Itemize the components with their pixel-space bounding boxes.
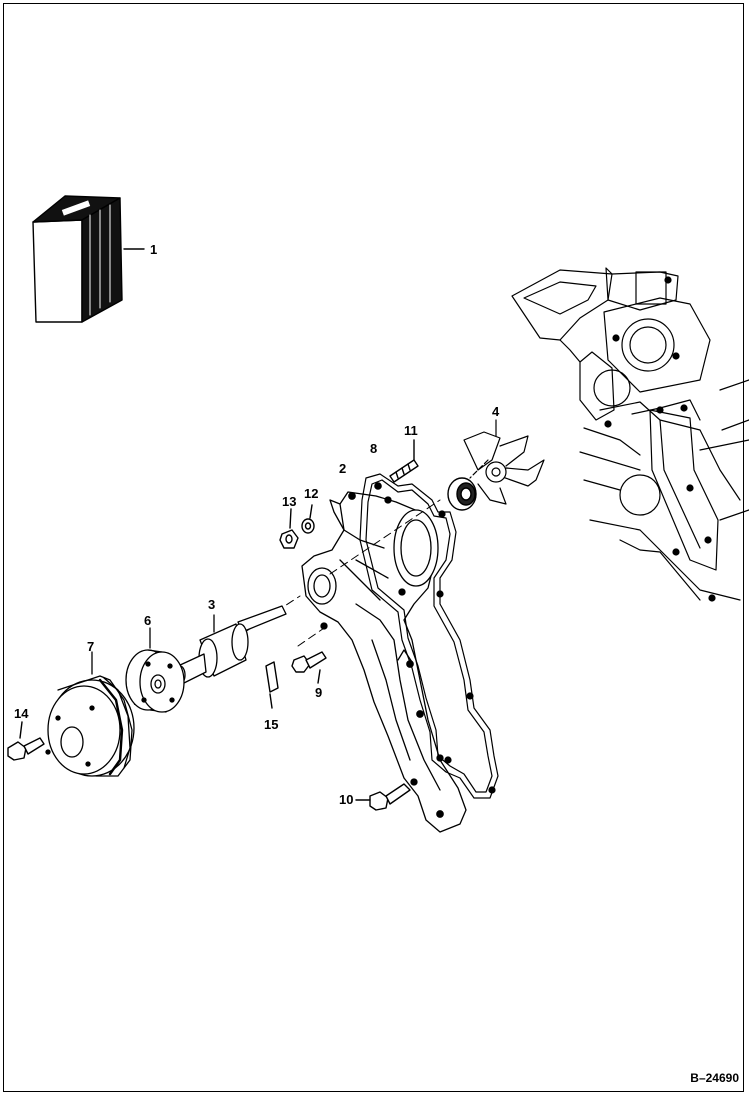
- part-2-water-pump-housing: [301, 491, 467, 833]
- callout-3: 3: [208, 597, 216, 612]
- part-8-gasket: [359, 473, 499, 799]
- part-4-impeller: [463, 419, 545, 505]
- callout-11: 11: [404, 423, 418, 438]
- part-6-flange-hub: [125, 627, 185, 713]
- part-12-washer: [301, 504, 315, 534]
- callout-8: 8: [370, 441, 378, 456]
- seal-ring: [447, 477, 477, 511]
- part-9-bolt: [291, 651, 327, 684]
- callout-12: 12: [304, 486, 319, 501]
- callout-6: 6: [144, 613, 152, 628]
- part-14-bolt: [7, 721, 45, 761]
- callout-15: 15: [264, 717, 279, 732]
- part-7-pulley: [45, 651, 135, 777]
- diagram-frame: [3, 3, 744, 1092]
- part-3-shaft-bearing: [174, 605, 287, 685]
- callout-1: 1: [150, 242, 158, 257]
- part-13-nut: [279, 508, 299, 549]
- part-11-stud: [389, 439, 419, 483]
- callout-7: 7: [87, 639, 95, 654]
- callout-10: 10: [339, 792, 354, 807]
- callout-2: 2: [339, 461, 347, 476]
- part-15-key: [265, 661, 279, 709]
- callout-4: 4: [492, 404, 500, 419]
- callout-14: 14: [14, 706, 29, 721]
- figure-reference-number: B–24690: [690, 1071, 739, 1085]
- part-1-kit-box: [32, 195, 145, 323]
- callout-13: 13: [282, 494, 297, 509]
- callout-9: 9: [315, 685, 323, 700]
- part-10-bolt: [355, 783, 411, 811]
- engine-block-outline: [511, 267, 749, 602]
